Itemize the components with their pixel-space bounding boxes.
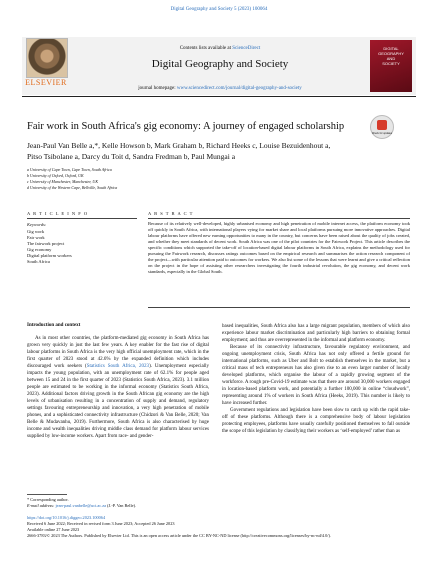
cover-line: AND [386, 56, 396, 61]
contents-prefix: Contents lists available at [179, 46, 233, 51]
cover-line: GEOGRAPHY [378, 51, 404, 56]
elsevier-logo: ELSEVIER [22, 38, 70, 90]
right-column: based inequalities, South Africa also ha… [222, 323, 410, 435]
abstract-rule [148, 218, 410, 219]
abstract-bottom-rule [148, 307, 410, 308]
available-online: Available online 27 June 2023 [27, 527, 80, 532]
sciencedirect-link[interactable]: ScienceDirect [232, 46, 261, 51]
citation-link[interactable]: Statistics South Africa, 2023 [86, 364, 150, 369]
article-title: Fair work in South Africa's gig economy:… [27, 121, 345, 132]
keyword: Fair work [27, 235, 45, 240]
affiliation: a University of Cape Town, Cape Town, So… [27, 167, 112, 172]
journal-header [22, 37, 416, 95]
keyword: Digital platform workers [27, 253, 72, 258]
email-prefix: E-mail address: [27, 503, 56, 508]
homepage-prefix: journal homepage: [138, 86, 177, 91]
paragraph: based inequalities, South Africa also ha… [222, 324, 410, 343]
footnote-divider [27, 494, 67, 495]
keyword: South Africa [27, 259, 50, 264]
affiliations: a University of Cape Town, Cape Town, So… [27, 167, 407, 191]
article-info-rule [27, 218, 137, 219]
paragraph-text: ). Unemployment especially impacts the y… [27, 364, 209, 439]
affiliation: d University of the Western Cape, Bellvi… [27, 185, 118, 190]
email-link[interactable]: jean-paul.vanbelle@uct.ac.za [55, 503, 107, 508]
abstract-label: A B S T R A C T [148, 211, 194, 216]
header-divider [22, 96, 416, 97]
authors-line[interactable]: Jean-Paul Van Belle a,*, Kelle Howson b,… [27, 141, 331, 150]
authors-line[interactable]: Pitso Tsibolane a, Darcy du Toit d, Sand… [27, 152, 236, 161]
received-dates: Received 6 June 2022; Received in revise… [27, 521, 175, 526]
paragraph: Because of its connectivity infrastructu… [222, 345, 410, 406]
license-statement: 2666-3783/© 2023 The Authors. Published … [27, 533, 331, 538]
journal-cover-thumbnail[interactable]: DIGITAL GEOGRAPHY AND SOCIETY [370, 40, 412, 92]
elsevier-wordmark: ELSEVIER [25, 78, 67, 87]
keyword: The fairwork project [27, 241, 65, 246]
left-column: As in most other countries, the platform… [27, 335, 209, 440]
paragraph: As in most other countries, the platform… [27, 335, 209, 440]
doi-url[interactable]: https://doi.org/10.1016/j.diggeo.2023.10… [27, 515, 106, 520]
crossmark-button[interactable]: Check for updates [370, 115, 394, 139]
abstract-body: Because of its relatively well-developed… [148, 221, 410, 274]
contents-availability: Contents lists available at ScienceDirec… [70, 46, 370, 51]
homepage-link[interactable]: www.sciencedirect.com/journal/digital-ge… [176, 86, 302, 91]
journal-citation[interactable]: Digital Geography and Society 5 (2023) 1… [170, 7, 268, 12]
corresponding-author-note: * Corresponding author. [27, 497, 69, 502]
journal-title: Digital Geography and Society [151, 58, 289, 70]
author-list: Jean-Paul Van Belle a,*, Kelle Howson b,… [27, 140, 407, 162]
elsevier-tree-icon [26, 38, 68, 78]
article-info-label: A R T I C L E I N F O [27, 211, 89, 216]
keywords-heading: Keywords: [27, 222, 47, 227]
journal-homepage: journal homepage: www.sciencedirect.com/… [70, 86, 370, 91]
paragraph: Government regulations and legislation h… [222, 408, 410, 434]
affiliation: c University of Manchester, Manchester, … [27, 179, 98, 184]
email-note: E-mail address: jean-paul.vanbelle@uct.a… [27, 503, 136, 509]
cover-line: SOCIETY [382, 61, 400, 66]
email-suffix: (J.-P. Van Belle). [106, 503, 137, 508]
cover-line: DIGITAL [383, 46, 399, 51]
crossmark-label: Check for updates [371, 132, 393, 135]
paragraph-text: As in most other countries, the platform… [27, 336, 209, 369]
keyword: Gig economy [27, 247, 52, 252]
affiliation: b University of Oxford, Oxford, UK [27, 173, 84, 178]
section-heading: Introduction and context [27, 323, 81, 328]
doi-link: https://doi.org/10.1016/j.diggeo.2023.10… [27, 515, 105, 521]
crossmark-icon [377, 120, 387, 130]
keywords-list: Gig work Fair work The fairwork project … [27, 229, 72, 265]
keyword: Gig work [27, 229, 45, 234]
